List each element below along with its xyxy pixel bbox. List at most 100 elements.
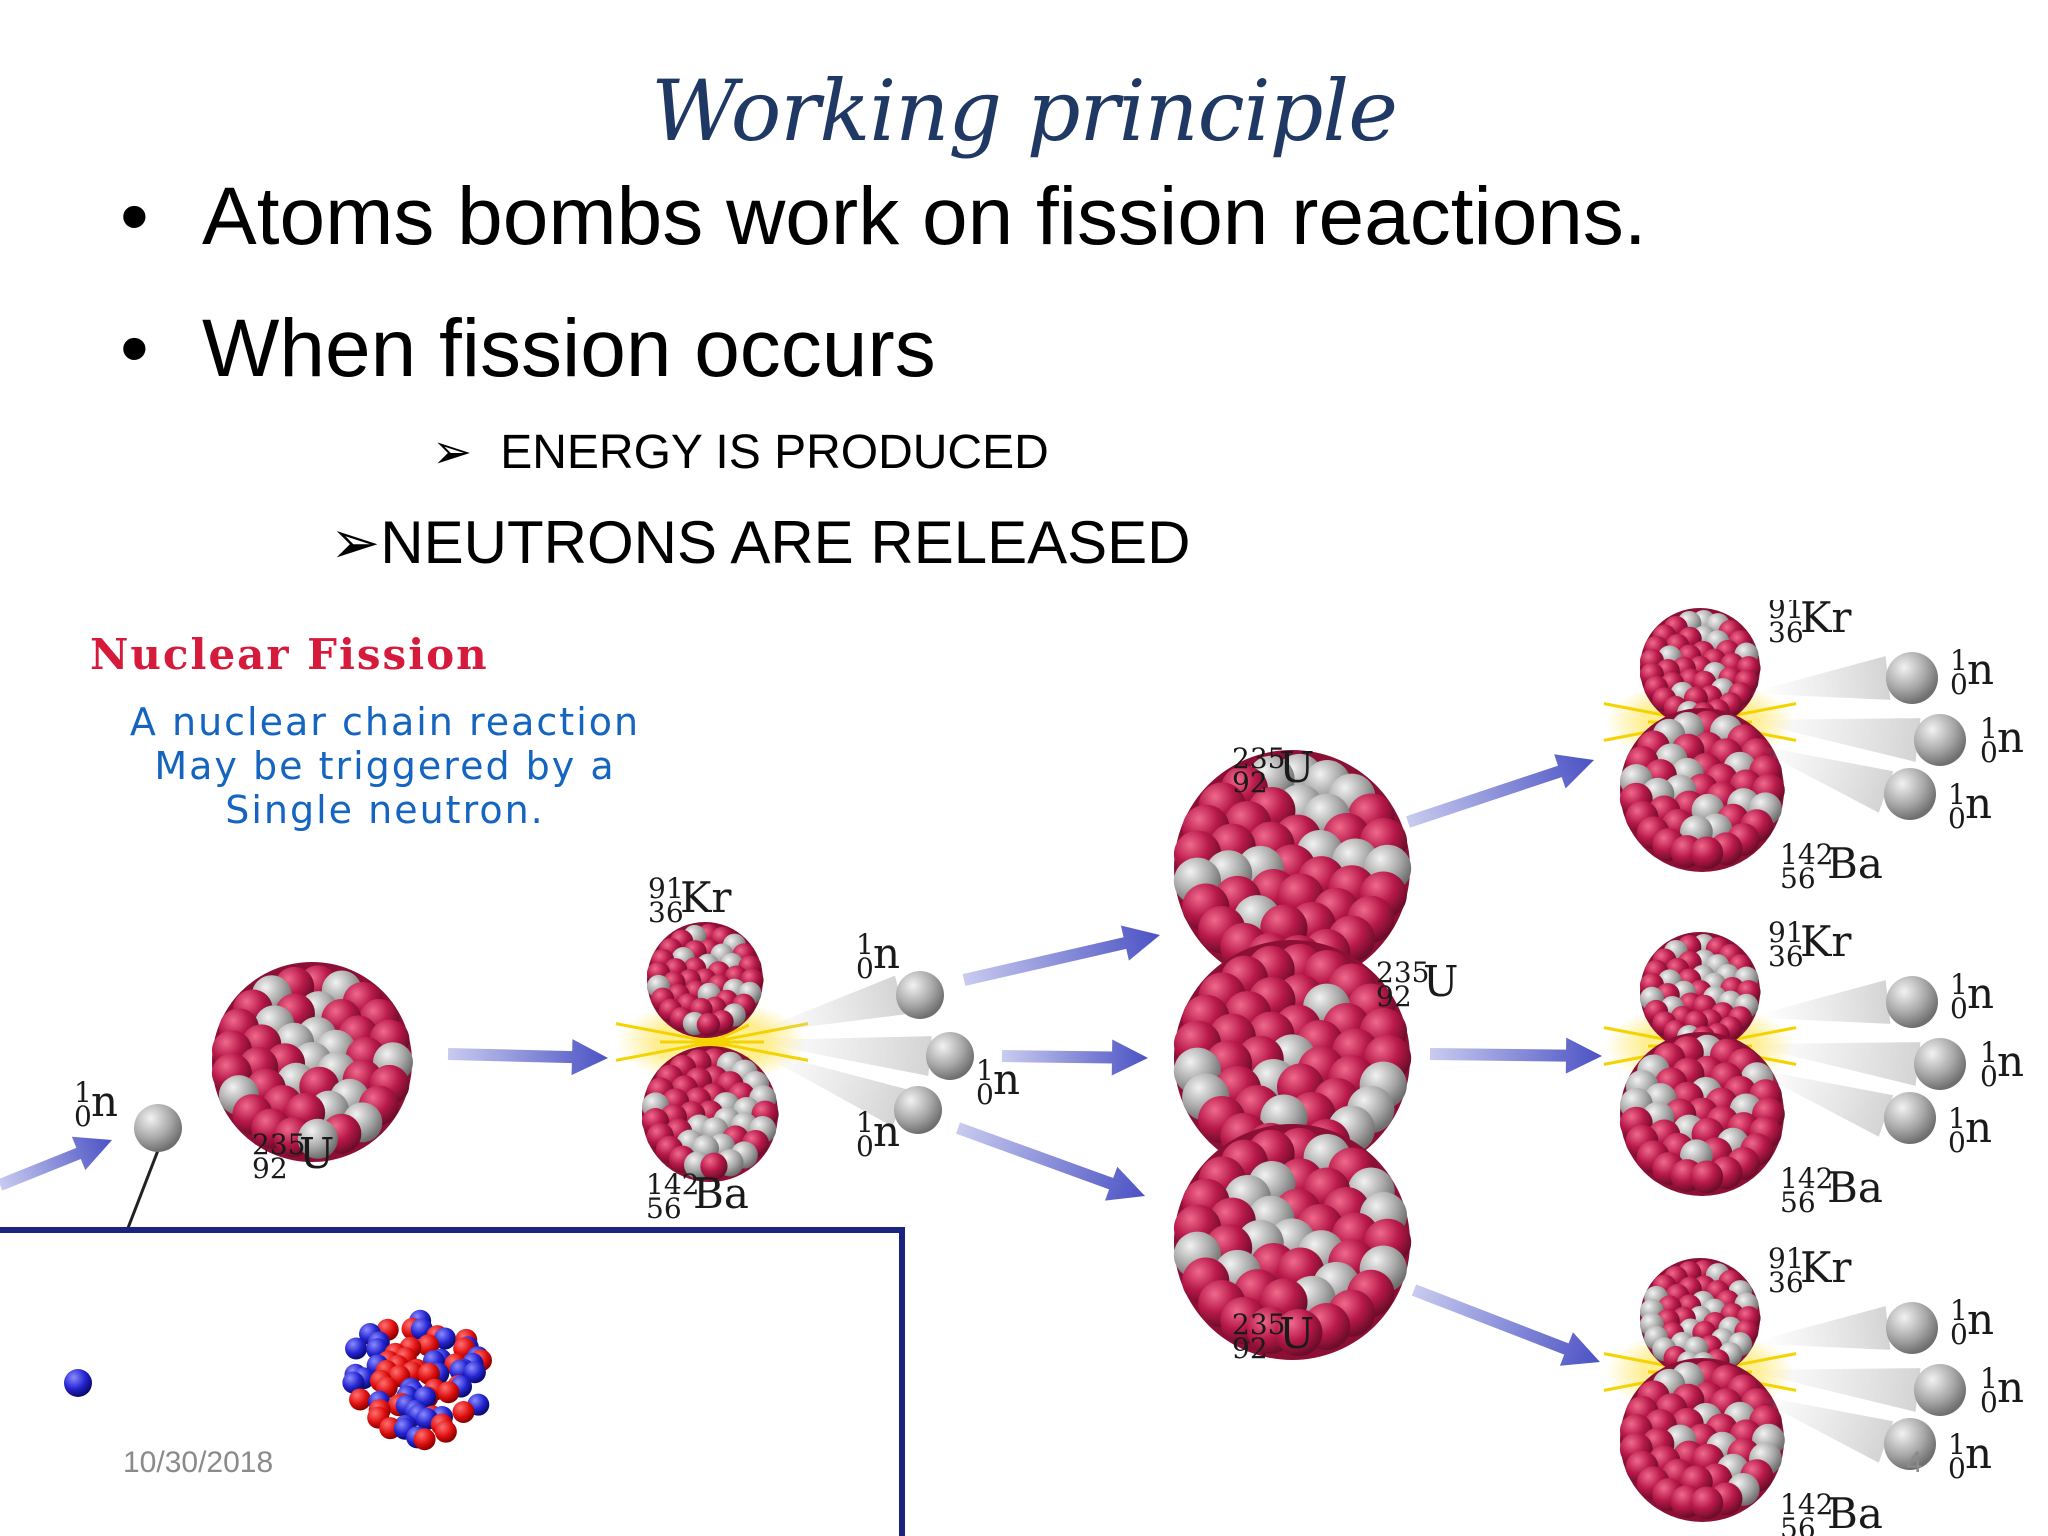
label-atomic-number: 0 (1980, 1386, 1998, 1419)
bullet-dot-icon: • (120, 303, 149, 394)
label-atomic-number: 56 (1780, 1512, 1816, 1536)
label-element-symbol: n (1965, 1429, 1992, 1478)
label-element-symbol: n (91, 1077, 118, 1126)
label-mass-number: 91 (1768, 916, 1804, 949)
label-element-symbol: U (1279, 1309, 1314, 1358)
proton-particle (1275, 1308, 1323, 1357)
reaction-arrow-icon (962, 925, 1160, 986)
neutron-particle (463, 1361, 486, 1384)
label-element-symbol: n (1967, 1295, 1994, 1344)
label-atomic-number: 0 (856, 952, 874, 985)
bullet-1: • Atoms bombs work on fission reactions. (120, 170, 1647, 264)
label-mass-number: 142 (646, 1168, 699, 1201)
label-element-symbol: n (1997, 1363, 2024, 1412)
label-element-symbol: n (1967, 645, 1994, 694)
reaction-arrow-icon (955, 1122, 1146, 1201)
label-mass-number: 1 (1950, 1294, 1968, 1327)
flash-ray (711, 1040, 809, 1062)
label-mass-number: 1 (856, 1106, 874, 1139)
label-mass-number: 142 (1780, 1162, 1833, 1195)
label-atomic-number: 0 (1950, 1318, 1968, 1351)
slide-title: Working principle (651, 62, 1398, 160)
label-atomic-number: 0 (976, 1078, 994, 1111)
label-mass-number: 1 (976, 1054, 994, 1087)
label-element-symbol: Kr (1800, 1243, 1852, 1292)
neutron-trail (764, 1052, 908, 1127)
label-mass-number: 235 (252, 1128, 305, 1161)
label-atomic-number: 56 (1780, 1186, 1816, 1219)
label-mass-number: 142 (1780, 838, 1833, 871)
free-neutron (64, 1369, 92, 1397)
sub-bullet-2: ➢NEUTRONS ARE RELEASED (330, 508, 1191, 578)
proton-particle (1690, 1486, 1724, 1520)
label-atomic-number: 0 (1950, 668, 1968, 701)
barium-nucleus (1619, 1032, 1785, 1196)
neutron-trail (1759, 1306, 1891, 1350)
neutron-ball (1884, 1092, 1936, 1144)
figure-title: Nuclear Fission (90, 630, 489, 679)
label-element-symbol: n (1965, 779, 1992, 828)
neutron-trail (1759, 746, 1894, 813)
label-element-symbol: U (299, 1129, 334, 1178)
neutron-trail (1759, 656, 1891, 700)
proton-particle (696, 1012, 720, 1037)
label-atomic-number: 0 (856, 1130, 874, 1163)
bullet-2: • When fission occurs (120, 302, 936, 396)
neutron-trail (1759, 1042, 1921, 1086)
pointer-line (126, 1139, 164, 1229)
label-atomic-number: 36 (648, 896, 684, 929)
label-mass-number: 1 (1948, 1102, 1966, 1135)
neutron-particle (433, 1327, 456, 1350)
inset-nucleus (342, 1309, 492, 1451)
proton-particle (1690, 1160, 1724, 1194)
neutron-trail (1759, 718, 1921, 762)
uranium-nucleus (211, 962, 413, 1162)
reaction-arrow-icon (1406, 754, 1595, 828)
neutron-ball (894, 1086, 942, 1134)
label-element-symbol: n (993, 1055, 1020, 1104)
label-element-symbol: U (1279, 743, 1314, 792)
label-mass-number: 235 (1376, 956, 1429, 989)
label-mass-number: 235 (1232, 1308, 1285, 1341)
bullet-1-text: Atoms bombs work on fission reactions. (202, 171, 1647, 262)
proton-particle (1690, 836, 1724, 870)
label-element-symbol: n (1997, 713, 2024, 762)
bullet-2-text: When fission occurs (202, 303, 936, 394)
label-mass-number: 1 (1948, 778, 1966, 811)
label-element-symbol: Kr (1800, 917, 1852, 966)
proton-particle (700, 1152, 728, 1180)
label-atomic-number: 0 (1948, 802, 1966, 835)
label-atomic-number: 0 (74, 1100, 92, 1133)
neutron-ball (1884, 768, 1936, 820)
arrow-bullet-icon: ➢ (330, 509, 381, 576)
label-mass-number: 235 (1232, 742, 1285, 775)
proton-particle (413, 1428, 436, 1451)
label-atomic-number: 0 (1980, 736, 1998, 769)
neutron-ball (1914, 1364, 1966, 1416)
reaction-arrow-icon (447, 1039, 608, 1076)
label-atomic-number: 92 (1232, 766, 1268, 799)
label-element-symbol: U (1423, 957, 1458, 1006)
neutron-ball (1884, 1418, 1936, 1470)
label-mass-number: 1 (1980, 1362, 1998, 1395)
neutron-trail (764, 975, 906, 1032)
reaction-arrow-icon (1411, 1284, 1601, 1366)
barium-nucleus (1619, 708, 1785, 872)
bullet-dot-icon: • (120, 171, 149, 262)
